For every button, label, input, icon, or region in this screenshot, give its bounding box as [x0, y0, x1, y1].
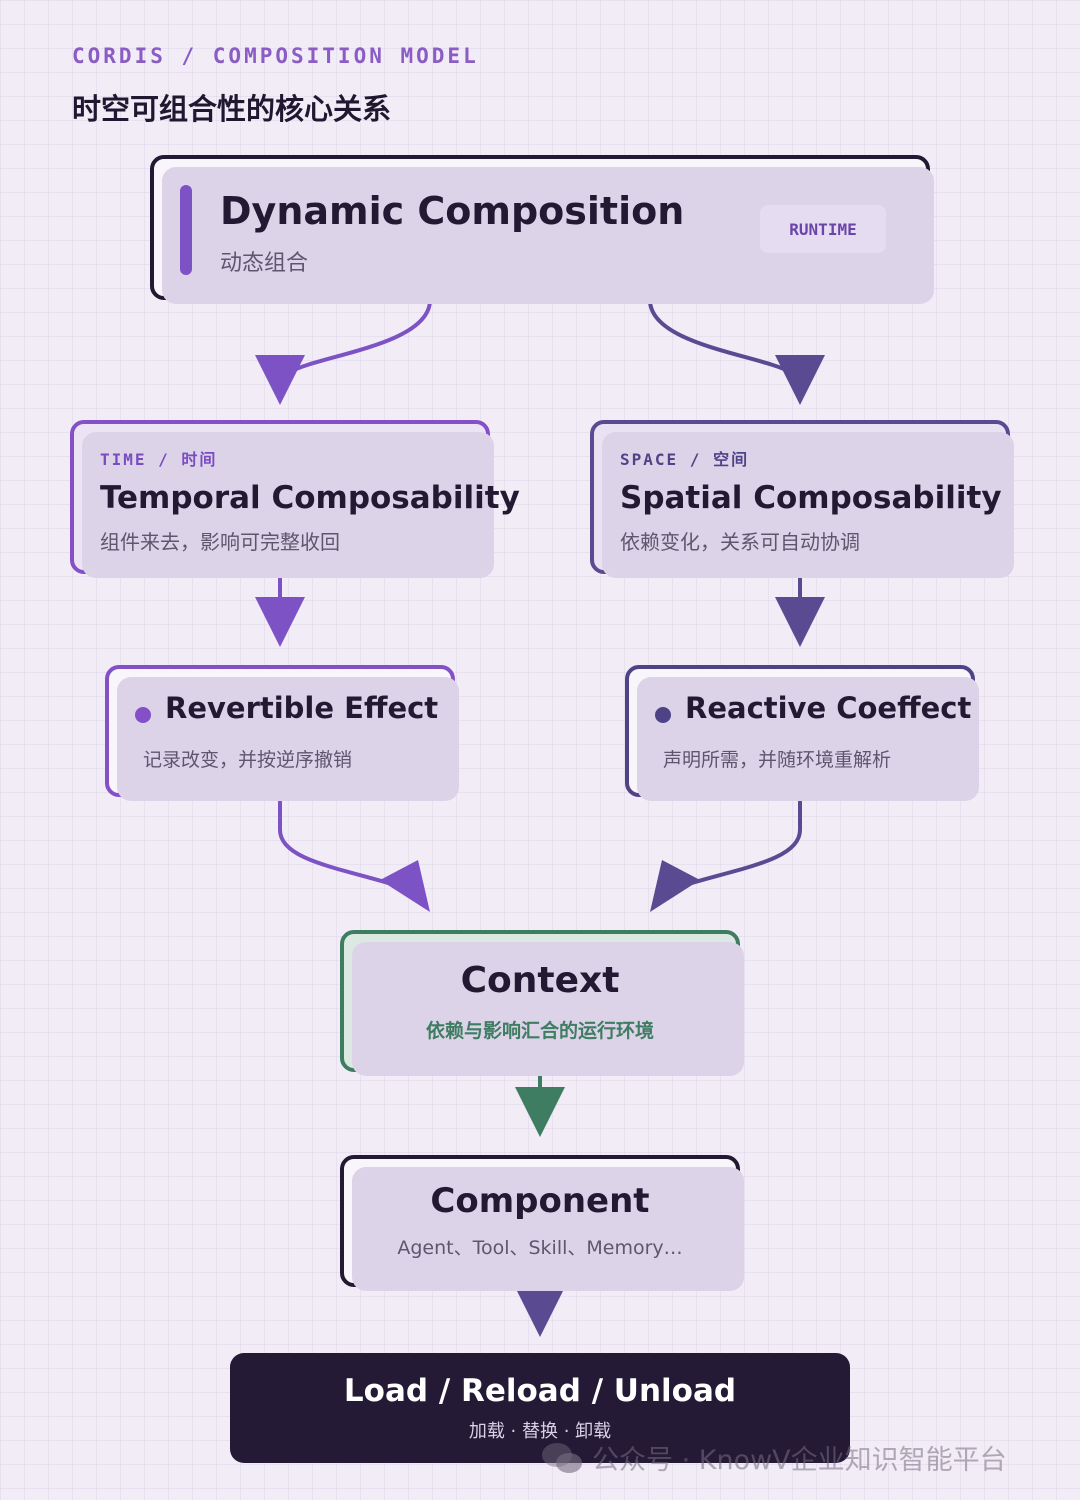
- arrowhead-reactive: [775, 597, 825, 647]
- node-tag: SPACE / 空间: [620, 450, 750, 469]
- arrow-reactive-to-context: [684, 797, 802, 887]
- arrowhead-lifecycle: [515, 1287, 565, 1337]
- section-kicker: CORDIS / COMPOSITION MODEL: [72, 44, 479, 68]
- node-title: Revertible Effect: [165, 691, 439, 725]
- node-subtitle: 依赖与影响汇合的运行环境: [425, 1020, 654, 1042]
- node-subtitle: 加载 · 替换 · 卸载: [468, 1421, 612, 1442]
- arrowhead-revertible: [255, 597, 305, 647]
- revertible-effect-node: Revertible Effect 记录改变，并按逆序撤销: [105, 665, 459, 801]
- runtime-badge: RUNTIME: [760, 205, 886, 253]
- wechat-icon: [542, 1442, 582, 1473]
- bullet-dot: [655, 707, 671, 723]
- arrowhead-component: [515, 1087, 565, 1137]
- node-title: Dynamic Composition: [220, 189, 685, 233]
- dynamic-composition-node: Dynamic Composition 动态组合 RUNTIME: [150, 155, 934, 304]
- node-title: Reactive Coeffect: [685, 691, 972, 725]
- watermark-text: 公众号 · KnowV企业知识智能平台: [592, 1445, 1007, 1476]
- accent-bar: [180, 185, 192, 275]
- component-node: Component Agent、Tool、Skill、Memory…: [340, 1155, 744, 1291]
- node-subtitle: 动态组合: [220, 251, 309, 276]
- bullet-dot: [135, 707, 151, 723]
- arrowhead-temporal: [255, 355, 305, 405]
- node-title: Spatial Composability: [620, 480, 1002, 516]
- arrow-dynamic-to-spatial: [648, 299, 791, 374]
- arrowhead-context-left: [380, 860, 430, 912]
- node-tag: TIME / 时间: [100, 450, 218, 469]
- arrow-revertible-to-context: [278, 797, 396, 887]
- node-subtitle: 依赖变化，关系可自动协调: [620, 530, 860, 554]
- node-subtitle: 组件来去，影响可完整收回: [100, 530, 340, 554]
- node-title: Context: [460, 960, 620, 1001]
- arrowhead-spatial: [775, 355, 825, 405]
- node-subtitle: Agent、Tool、Skill、Memory…: [397, 1237, 683, 1259]
- node-title: Load / Reload / Unload: [343, 1373, 737, 1409]
- page-title: 时空可组合性的核心关系: [72, 92, 392, 126]
- temporal-composability-node: TIME / 时间 Temporal Composability 组件来去，影响…: [70, 420, 520, 578]
- context-node: Context 依赖与影响汇合的运行环境: [340, 930, 744, 1076]
- node-title: Temporal Composability: [100, 480, 520, 516]
- reactive-coeffect-node: Reactive Coeffect 声明所需，并随环境重解析: [625, 665, 979, 801]
- arrowhead-context-right: [650, 860, 700, 912]
- node-title: Component: [430, 1181, 650, 1221]
- watermark: 公众号 · KnowV企业知识智能平台: [540, 1438, 1007, 1477]
- node-subtitle: 记录改变，并按逆序撤销: [143, 749, 353, 771]
- spatial-composability-node: SPACE / 空间 Spatial Composability 依赖变化，关系…: [590, 420, 1014, 578]
- lifecycle-node: Load / Reload / Unload 加载 · 替换 · 卸载: [230, 1353, 850, 1463]
- arrow-dynamic-to-temporal: [289, 299, 432, 374]
- node-subtitle: 声明所需，并随环境重解析: [663, 749, 892, 771]
